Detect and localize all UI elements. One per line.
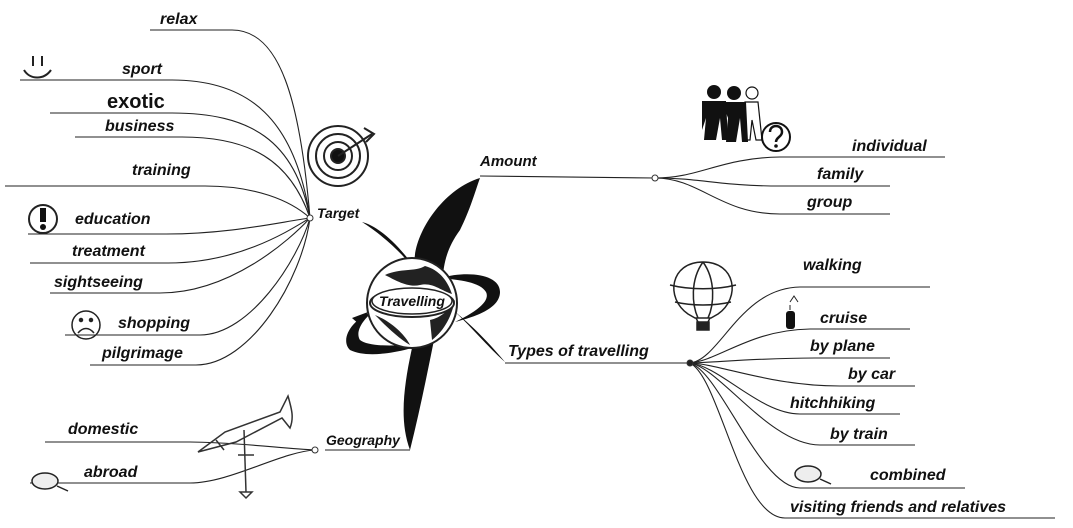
geography-item-abroad: abroad [84,464,138,481]
target-item-education: education [75,211,151,228]
target-item-exotic: exotic [107,91,165,113]
types-item-combined: combined [870,467,946,484]
center-label: Travelling [379,293,445,309]
amount-branches [479,156,945,215]
amount-item-individual: individual [852,138,927,155]
types-item-walking: walking [803,257,862,274]
target-hub-dot [306,214,314,222]
types-item-by-train: by train [830,426,888,443]
sad-face-icon [71,310,101,340]
target-item-treatment: treatment [72,243,145,260]
target-item-training: training [132,162,191,179]
types-hub-dot [686,359,694,367]
types-item-by-car: by car [848,366,896,383]
magnifier-icon [31,472,69,492]
types-label: Types of travelling [508,343,649,360]
amount-item-family: family [817,166,864,183]
target-label: Target [317,205,360,221]
types-item-cruise: cruise [820,310,868,327]
center-oval [371,287,453,315]
types-item-hitchhiking: hitchhiking [790,395,876,412]
target-icon [307,125,376,187]
target-item-shopping: shopping [118,315,190,332]
geography-branches [30,441,410,484]
target-branches [5,29,311,366]
question-icon [761,122,791,152]
amount-hub-dot [651,174,659,182]
target-item-sightseeing: sightseeing [54,274,143,291]
balloon-icon [669,261,737,331]
geography-item-domestic: domestic [68,421,139,438]
types-item-by-plane: by plane [810,338,875,355]
people-icon [702,85,763,142]
amount-label: Amount [480,153,537,170]
target-item-pilgrimage: pilgrimage [102,345,183,362]
weathervane-icon [197,393,293,500]
target-item-relax: relax [160,11,198,28]
types-branches [505,286,1055,519]
smiley-icon [23,56,52,79]
magnifier-icon-2 [794,465,832,485]
types-item-visiting: visiting friends and relatives [790,499,1007,516]
target-item-business: business [105,118,175,135]
amount-item-group: group [807,194,853,211]
geography-hub-dot [311,446,319,454]
exclamation-icon [28,204,58,234]
ship-icon [786,295,799,329]
geography-label: Geography [326,432,400,448]
target-item-sport: sport [122,61,162,78]
